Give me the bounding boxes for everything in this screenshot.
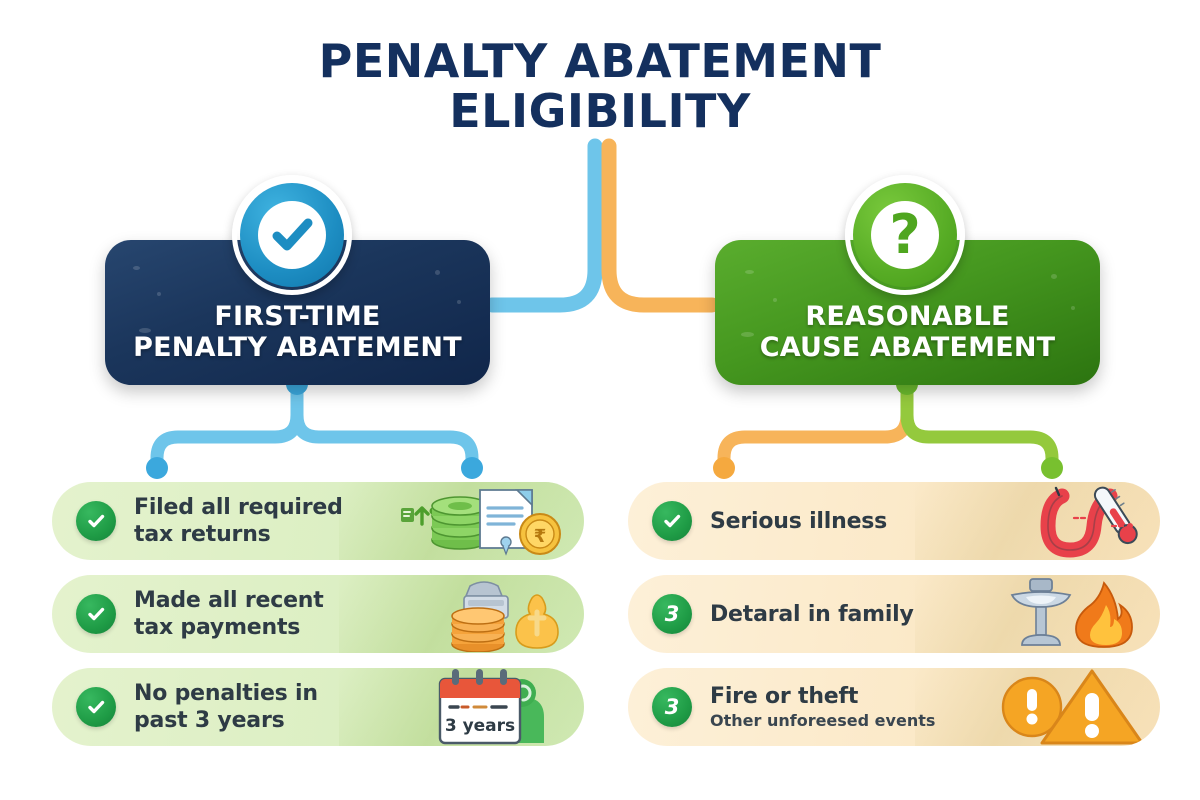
check-mark-icon xyxy=(76,594,116,634)
node-label-line-1: REASONABLE xyxy=(805,301,1010,332)
list-item-subtitle: Other unforeesed events xyxy=(710,711,936,730)
list-item-text: No penalties in past 3 years xyxy=(134,680,318,734)
list-item[interactable]: Serious illness xyxy=(628,482,1160,560)
calendar-icon: 3 years xyxy=(430,668,570,746)
list-item-title: Filed all required tax returns xyxy=(134,494,343,548)
list-item[interactable]: 3 Detaral in family xyxy=(628,575,1160,653)
connector-stem-right xyxy=(601,138,720,313)
connector-right-dot-b xyxy=(1041,457,1063,479)
list-item-title: Serious illness xyxy=(710,508,888,534)
svg-text:₹: ₹ xyxy=(534,526,547,547)
checkmark-glyph xyxy=(272,218,313,251)
list-item-title: Made all recent tax payments xyxy=(134,587,324,641)
list-item-title: Detaral in family xyxy=(710,601,914,627)
connector-left-branch-b xyxy=(290,377,479,475)
page-title: PENALTY ABATEMENT ELIGIBILITY xyxy=(0,36,1200,136)
number-badge-icon: 3 xyxy=(652,687,692,727)
line-2: past 3 years xyxy=(134,708,285,733)
title-line-2: ELIGIBILITY xyxy=(449,84,751,138)
connector-right-dot-a xyxy=(713,457,735,479)
checkmark-glyph xyxy=(88,607,105,621)
check-mark-icon xyxy=(76,687,116,727)
calendar-label: 3 years xyxy=(445,716,515,736)
node-label-first-time: FIRST-TIME PENALTY ABATEMENT xyxy=(133,301,462,363)
connector-left-dot-b xyxy=(461,457,483,479)
check-mark-icon xyxy=(76,501,116,541)
list-item[interactable]: 3 Fire or theft Other unforeesed events xyxy=(628,668,1160,746)
list-item[interactable]: Filed all required tax returns xyxy=(52,482,584,560)
number-badge-value: 3 xyxy=(664,602,680,626)
list-item-title: No penalties in past 3 years xyxy=(134,680,318,734)
line-1: Made all recent xyxy=(134,588,324,613)
connector-left-branch-a xyxy=(150,377,304,475)
list-item-text: Serious illness xyxy=(710,508,887,535)
connector-stem-left xyxy=(484,138,603,313)
document-with-coins-icon: ₹ xyxy=(422,484,570,558)
check-mark-icon xyxy=(652,501,692,541)
connector-right-branch-b xyxy=(900,377,1059,475)
checkmark-glyph xyxy=(88,514,105,528)
checkmark-glyph xyxy=(88,700,105,714)
line-2: tax returns xyxy=(134,522,271,547)
node-label-line-1: FIRST-TIME xyxy=(214,301,381,332)
number-badge-value: 3 xyxy=(664,695,680,719)
line-1: Filed all required xyxy=(134,495,343,520)
question-mark-glyph: ? xyxy=(889,203,921,266)
list-item-text: Made all recent tax payments xyxy=(134,587,324,641)
node-label-reasonable-cause: REASONABLE CAUSE ABATEMENT xyxy=(760,301,1056,363)
list-item-text: Detaral in family xyxy=(710,601,914,628)
node-label-line-2: PENALTY ABATEMENT xyxy=(133,332,462,363)
number-badge-icon: 3 xyxy=(652,594,692,634)
checkmark-glyph xyxy=(664,514,681,528)
list-item-text: Fire or theft Other unforeesed events xyxy=(710,683,935,731)
warning-triangle-icon xyxy=(996,668,1146,746)
line-2: tax payments xyxy=(134,615,301,640)
check-circle-icon xyxy=(232,175,352,295)
list-item-title: Fire or theft xyxy=(710,684,859,709)
list-item-text: Filed all required tax returns xyxy=(134,494,343,548)
list-item[interactable]: Made all recent tax payments xyxy=(52,575,584,653)
badge-hole xyxy=(871,201,939,269)
connector-right-branch-a xyxy=(717,377,914,475)
line-1: No penalties in xyxy=(134,681,318,706)
badge-ring xyxy=(845,175,965,295)
badge-ring xyxy=(232,175,352,295)
thermometer-icon xyxy=(1026,482,1146,560)
coins-stack-and-money-bag-icon xyxy=(432,576,570,652)
faucet-and-fire-icon xyxy=(996,575,1146,653)
connector-left-dot-a xyxy=(146,457,168,479)
question-mark-circle-icon: ? xyxy=(845,175,965,295)
title-line-1: PENALTY ABATEMENT xyxy=(318,34,882,88)
node-label-line-2: CAUSE ABATEMENT xyxy=(759,332,1056,363)
list-item[interactable]: No penalties in past 3 years xyxy=(52,668,584,746)
